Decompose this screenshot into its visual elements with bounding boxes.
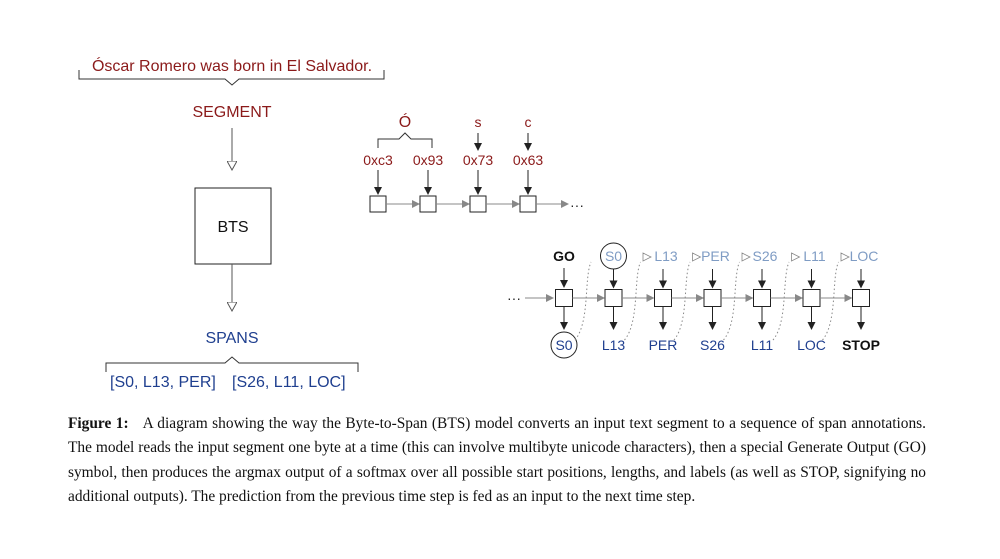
byte-hex-label: 0x63 bbox=[513, 152, 544, 168]
go-label: GO bbox=[553, 248, 575, 264]
feedback-arrowhead bbox=[692, 252, 702, 262]
feedback-dotted-link bbox=[624, 261, 641, 341]
decoder-cell bbox=[654, 289, 672, 307]
caption-text: A diagram showing the way the Byte-to-Sp… bbox=[68, 415, 926, 506]
decoder-cell bbox=[852, 289, 870, 307]
spans-label: SPANS bbox=[205, 330, 258, 347]
decoder-cell bbox=[802, 289, 821, 307]
byte-hex-label: 0x73 bbox=[463, 152, 494, 168]
feedback-dotted-link bbox=[772, 261, 790, 341]
char-group-brace bbox=[377, 132, 433, 148]
segment-label: SEGMENT bbox=[192, 104, 271, 121]
decoder-fed-input-label: L11 bbox=[803, 248, 826, 264]
feedback-arrowhead bbox=[642, 252, 652, 262]
decoder-output-label: S26 bbox=[700, 337, 725, 353]
decoder-fed-input-label: S26 bbox=[753, 248, 778, 264]
byte-cell bbox=[519, 195, 537, 213]
decoder-output-label: STOP bbox=[842, 337, 880, 353]
byte-cell bbox=[469, 195, 487, 213]
feedback-arrowhead bbox=[791, 252, 801, 262]
decoder-cell bbox=[604, 289, 623, 307]
span-output-1: [S0, L13, PER] bbox=[110, 374, 216, 391]
decoder-output-label: L13 bbox=[602, 337, 626, 353]
char-label-c: c bbox=[525, 114, 532, 130]
byte-cell bbox=[369, 195, 387, 213]
decoder-fed-input-label: S0 bbox=[605, 248, 622, 264]
output-highlight-circle bbox=[550, 331, 578, 359]
char-label-s: s bbox=[475, 114, 482, 130]
caption-label: Figure 1: bbox=[68, 415, 129, 432]
feedback-dotted-link bbox=[673, 261, 691, 341]
decoder-fed-input-label: LOC bbox=[850, 248, 879, 264]
bts-box bbox=[194, 187, 272, 265]
leading-ellipsis: ··· bbox=[507, 290, 521, 306]
feedback-dotted-link bbox=[822, 261, 839, 341]
feedback-dotted-link bbox=[723, 261, 740, 341]
decoder-output-label: PER bbox=[649, 337, 678, 353]
decoder-fed-input-label: L13 bbox=[654, 248, 678, 264]
feedback-arrowhead bbox=[741, 252, 751, 262]
feedback-arrowhead bbox=[840, 252, 850, 262]
decoder-output-label: L11 bbox=[751, 337, 774, 353]
byte-hex-label: 0x93 bbox=[413, 152, 444, 168]
figure-caption: Figure 1:A diagram showing the way the B… bbox=[68, 412, 926, 510]
span-output-2: [S26, L11, LOC] bbox=[232, 374, 346, 391]
byte-ellipsis: ··· bbox=[570, 197, 584, 213]
decoder-output-label: LOC bbox=[797, 337, 826, 353]
spans-brace bbox=[105, 356, 359, 372]
decoder-cell bbox=[753, 289, 771, 307]
feedback-dotted-link bbox=[574, 261, 592, 341]
input-sentence: Óscar Romero was born in El Salvador. bbox=[92, 56, 372, 75]
decoder-cell bbox=[703, 289, 722, 307]
char-group-label: Ó bbox=[399, 112, 411, 131]
decoder-fed-input-label: PER bbox=[701, 248, 730, 264]
decoder-cell bbox=[555, 289, 573, 307]
bts-label: BTS bbox=[217, 219, 248, 236]
byte-cell bbox=[419, 195, 437, 213]
sentence-brace bbox=[78, 70, 385, 86]
byte-hex-label: 0xc3 bbox=[363, 152, 393, 168]
decoder-output-label: S0 bbox=[555, 337, 572, 353]
